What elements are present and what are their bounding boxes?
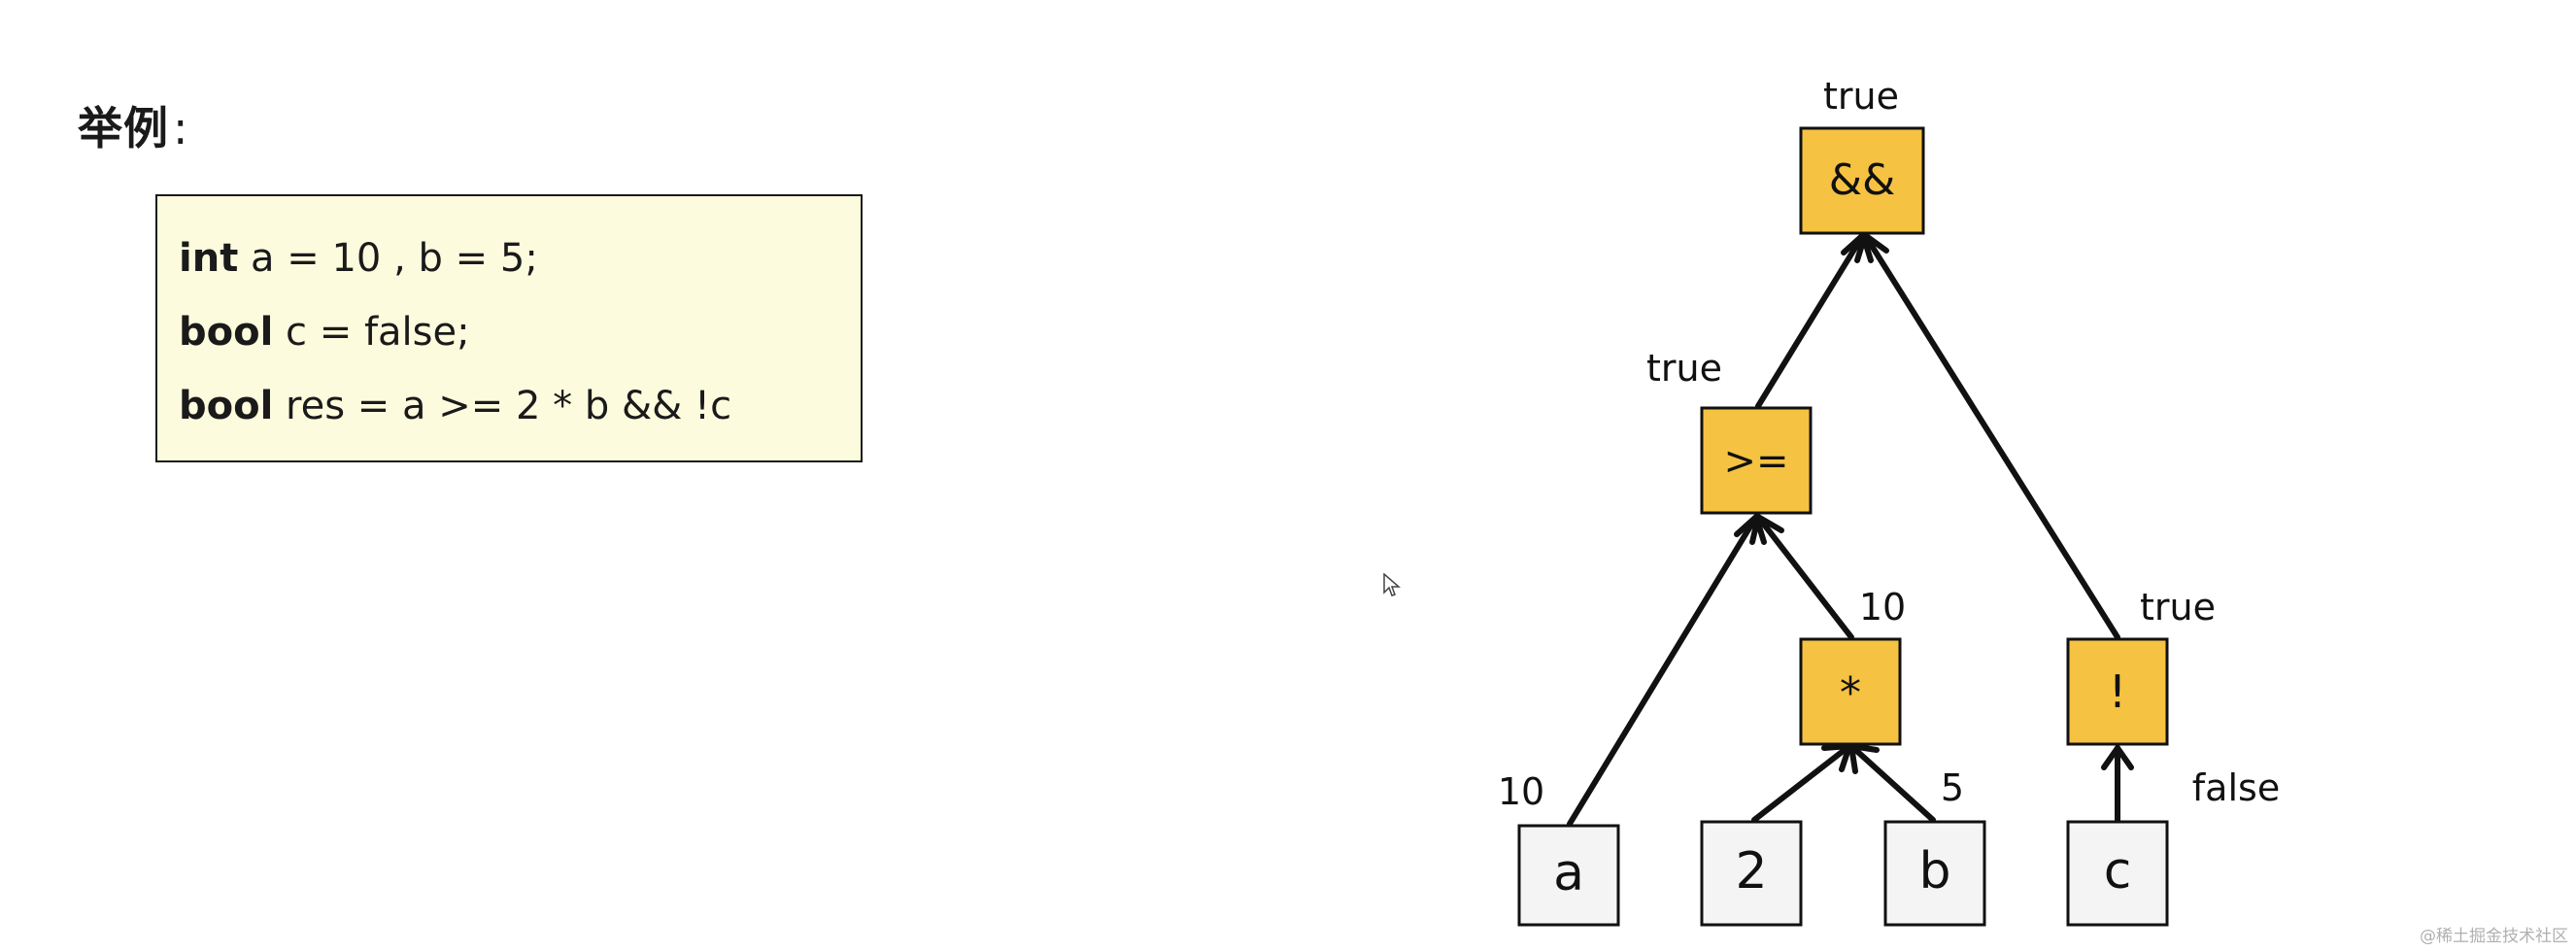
edge-gte-to-and [1755, 232, 1866, 409]
watermark: @稀土掘金技术社区 [2420, 927, 2568, 946]
code-rest: c = false; [273, 310, 470, 355]
operator-symbol: >= [1723, 439, 1788, 484]
node-value-label: true [1823, 75, 1899, 118]
edge-a-to-gte [1567, 514, 1759, 827]
edge-arrowhead [2101, 742, 2134, 770]
leaf-symbol: 2 [1735, 842, 1767, 901]
operator-node-not: ! [2066, 637, 2169, 746]
edge-arrowhead [1847, 742, 1880, 774]
operator-box [1799, 637, 1902, 746]
node-value-label: true [2140, 586, 2216, 629]
code-line-2: bool c = false; [179, 295, 861, 369]
code-rest: a = 10 , b = 5; [238, 236, 538, 281]
operator-box [1799, 126, 1925, 235]
leaf-symbol: b [1918, 842, 1950, 901]
operator-symbol: ! [2109, 665, 2126, 718]
operator-node-mul: * [1799, 637, 1902, 746]
leaf-box [2066, 820, 2169, 927]
node-value-label: 5 [1941, 766, 1964, 809]
mouse-cursor-icon [1383, 573, 1401, 596]
node-value-label: 10 [1498, 770, 1544, 813]
edge-arrowhead [1749, 512, 1784, 545]
edge-two-to-mul [1751, 743, 1852, 823]
tree-edges [1567, 229, 2134, 827]
leaf-node-a: a [1517, 824, 1620, 927]
operator-node-and: && [1799, 126, 1925, 235]
operator-box [2066, 637, 2169, 746]
heading-colon: : [173, 102, 189, 154]
node-value-label: 10 [1859, 586, 1906, 629]
node-value-label: false [2192, 766, 2280, 809]
heading-text: 举例 [78, 102, 169, 154]
code-keyword: int [179, 236, 239, 281]
node-value-label: true [1646, 347, 1722, 390]
operator-symbol: && [1829, 155, 1896, 205]
leaf-node-two: 2 [1700, 820, 1803, 927]
leaf-symbol: a [1553, 844, 1584, 902]
operator-symbol: * [1840, 668, 1861, 718]
leaf-symbol: c [2104, 842, 2132, 901]
edge-not-to-and [1862, 232, 2120, 640]
edge-mul-to-gte [1755, 514, 1854, 640]
leaf-box [1883, 820, 1986, 927]
leaf-node-c: c [2066, 820, 2169, 927]
code-keyword: bool [179, 310, 274, 355]
code-box: int a = 10 , b = 5; bool c = false; bool… [155, 194, 863, 462]
leaf-box [1517, 824, 1620, 927]
code-rest: res = a >= 2 * b && !c [273, 384, 732, 428]
operator-box [1700, 406, 1813, 515]
code-line-1: int a = 10 , b = 5; [179, 221, 861, 295]
code-keyword: bool [179, 384, 274, 428]
leaf-box [1700, 820, 1803, 927]
page-heading: 举例: [78, 93, 189, 157]
edge-arrowhead [1854, 230, 1889, 263]
edge-b-to-mul [1848, 743, 1936, 823]
leaf-node-b: b [1883, 820, 1986, 927]
operator-node-gte: >= [1700, 406, 1813, 515]
code-line-3: bool res = a >= 2 * b && !c [179, 369, 861, 443]
